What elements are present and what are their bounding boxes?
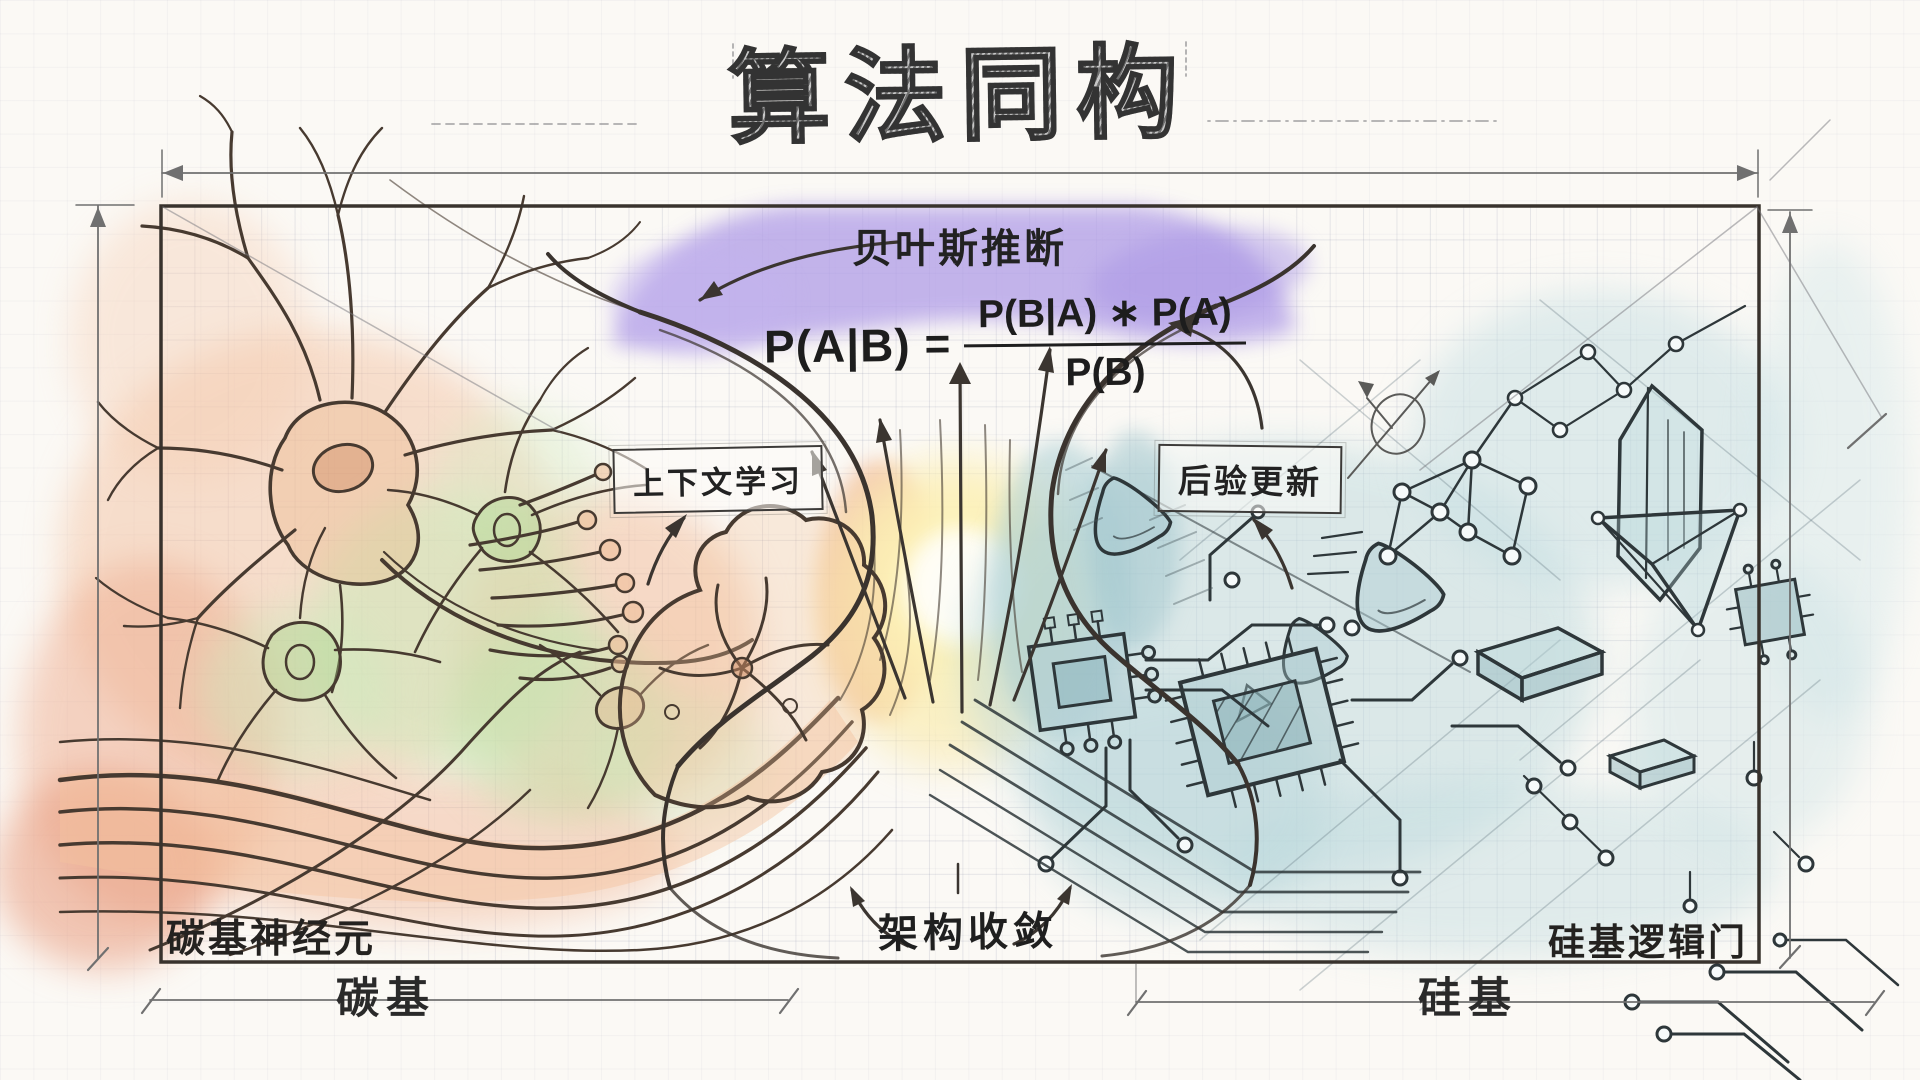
carbon-neurons-caption: 碳基神经元	[166, 918, 377, 961]
formula-equals: =	[924, 319, 951, 369]
context-learning-box: 上下文学习	[608, 440, 828, 519]
silicon-dimension-label: 硅基	[1418, 975, 1518, 1023]
main-frame-border	[159, 204, 1761, 964]
architecture-convergence-label: 架构收敛	[877, 909, 1059, 957]
curved-swoosh-arrow-left-icon	[698, 240, 900, 302]
blueprint-annotations	[75, 41, 1888, 1017]
fan-up-arrows-icon	[810, 346, 1108, 714]
compass-icon	[1347, 370, 1440, 479]
convergence-arrows	[646, 240, 1294, 948]
funnel-art	[546, 244, 1316, 960]
posterior-update-box: 后验更新	[1153, 439, 1347, 519]
formula-numerator: P(B|A) ∗ P(A)	[963, 289, 1247, 348]
formula-fraction: P(B|A) ∗ P(A) P(B)	[963, 289, 1247, 396]
page-title: 算法同构	[0, 1, 1920, 175]
bayes-inference-label: 贝叶斯推断	[852, 227, 1067, 271]
formula-denominator: P(B)	[1065, 350, 1146, 395]
formula-lhs: P(A|B)	[763, 318, 911, 373]
carbon-neuron-art	[57, 94, 894, 957]
silicon-gates-caption: 硅基逻辑门	[1548, 922, 1748, 963]
bayes-formula: P(A|B) = P(B|A) ∗ P(A) P(B)	[763, 289, 1247, 398]
curved-swoosh-arrow-right-icon	[1168, 316, 1264, 430]
posterior-box-arrow-icon	[1252, 517, 1294, 590]
context-box-arrow-icon	[646, 514, 687, 586]
carbon-dimension-label: 碳基	[336, 975, 436, 1023]
convergence-side-arrows-icon	[850, 862, 1072, 948]
